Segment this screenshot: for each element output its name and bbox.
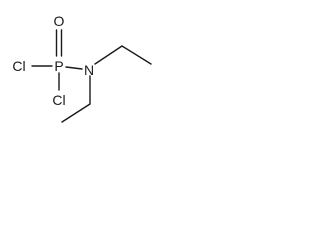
bond-p-n [65, 66, 83, 70]
nitrogen-atom-label: N [84, 62, 94, 78]
bond-ch2-ch3-lower [61, 103, 91, 123]
bond-n-ch2-upper [94, 45, 123, 65]
chemical-structure-diagram: O P Cl Cl N [12, 13, 152, 123]
phosphorus-atom-label: P [54, 58, 63, 74]
bond-ch2-ch3-upper [121, 45, 152, 65]
oxygen-atom-label: O [54, 13, 65, 29]
chlorine-bottom-atom-label: Cl [52, 92, 65, 108]
chlorine-left-atom-label: Cl [12, 58, 25, 74]
